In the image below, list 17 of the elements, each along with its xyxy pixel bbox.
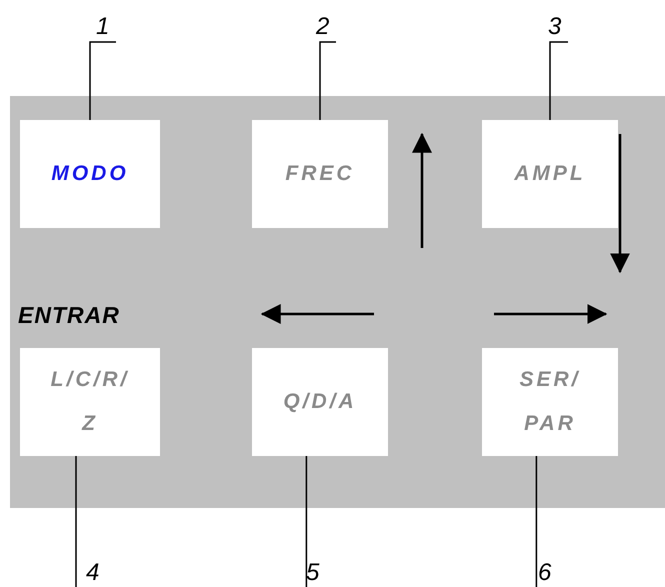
leader-line xyxy=(89,41,116,120)
leader-line xyxy=(549,41,568,120)
callout-number: 4 xyxy=(86,560,106,587)
callout-number: 2 xyxy=(316,14,336,42)
keypad-key: SER/ PAR xyxy=(482,348,618,456)
callout-number: 1 xyxy=(96,14,116,42)
keypad-key: Q/D/A xyxy=(252,348,388,456)
callout-number: 5 xyxy=(306,560,326,587)
keypad-key: MODO xyxy=(20,120,160,228)
keypad-key: L/C/R/ Z xyxy=(20,348,160,456)
keypad-key: FREC xyxy=(252,120,388,228)
callout-number: 6 xyxy=(538,560,558,587)
key-label: ENTRAR xyxy=(18,302,120,329)
keypad-key: AMPL xyxy=(482,120,618,228)
leader-line xyxy=(319,41,336,120)
callout-number: 3 xyxy=(548,14,568,42)
control-panel xyxy=(10,96,665,508)
